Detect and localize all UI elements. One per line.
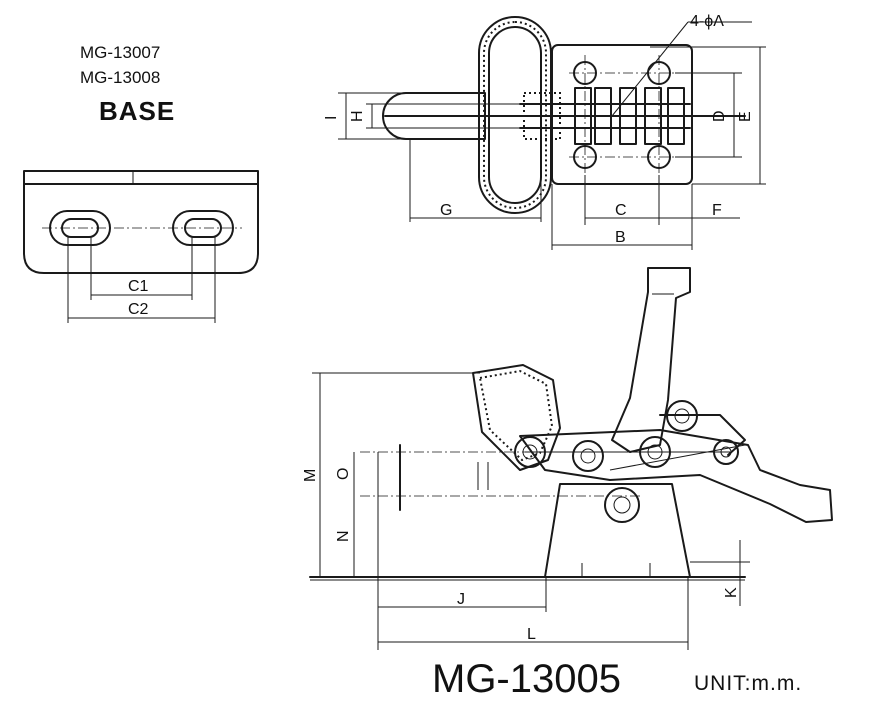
dim-c-label: C xyxy=(615,202,627,219)
dim-n-label: N xyxy=(335,530,352,542)
dim-l-label: L xyxy=(527,626,536,643)
base-title: BASE xyxy=(99,96,176,126)
dim-e-label: E xyxy=(737,111,754,122)
base-model-code-1: MG-13007 xyxy=(80,43,161,62)
dim-h-label: H xyxy=(349,110,366,122)
base-plate-drawing xyxy=(23,170,259,323)
top-view-drawing xyxy=(338,16,766,250)
hole-callout: 4-ϕA xyxy=(690,13,724,30)
dim-o-label: O xyxy=(335,468,352,480)
side-view-drawing xyxy=(309,267,833,650)
dim-g-label: G xyxy=(440,202,452,219)
dim-j-label: J xyxy=(457,591,465,608)
unit-label: UNIT:m.m. xyxy=(694,672,803,695)
dim-f-label: F xyxy=(712,202,722,219)
dim-k-label: K xyxy=(723,587,740,598)
model-number: MG-13005 xyxy=(432,657,621,701)
dim-d-label: D xyxy=(711,110,728,122)
base-model-code-2: MG-13008 xyxy=(80,68,161,87)
dim-m-label: M xyxy=(302,469,319,482)
dim-c2-label: C2 xyxy=(128,301,149,318)
dim-c1-label: C1 xyxy=(128,278,149,295)
dim-i-label: I xyxy=(323,116,340,120)
dim-b-label: B xyxy=(615,229,626,246)
